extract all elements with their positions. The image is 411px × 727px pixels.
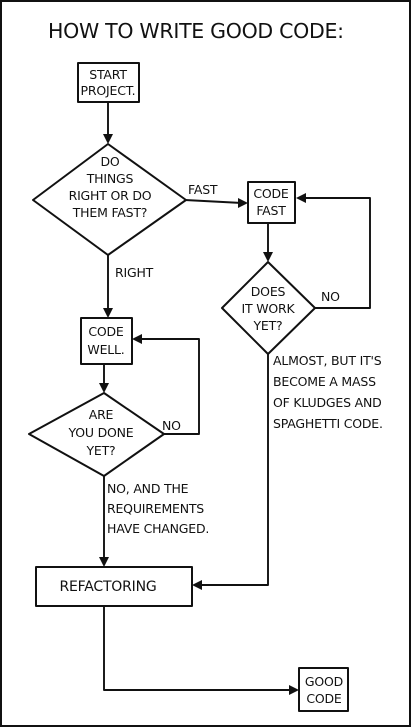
code-fast-label-2: FAST	[256, 203, 286, 218]
changed-annotation: NO, AND THE REQUIREMENTS HAVE CHANGED.	[107, 481, 209, 536]
are-you-done-label-1: ARE	[89, 407, 114, 422]
good-code-label-2: CODE	[306, 691, 342, 706]
connector-good-code	[103, 605, 293, 691]
node-refactoring: REFACTORING	[35, 566, 193, 607]
decision-label-2: THINGS	[86, 171, 134, 186]
does-it-work-label-1: DOES	[251, 284, 286, 299]
connector-no-done-loop	[137, 338, 200, 435]
changed-line-1: NO, AND THE	[107, 481, 189, 496]
kludges-annotation: ALMOST, BUT IT'S BECOME A MASS OF KLUDGE…	[273, 353, 383, 431]
no-done-label: NO	[162, 418, 181, 433]
code-well-label-2: WELL.	[87, 342, 124, 357]
decision-diamond	[32, 143, 187, 256]
are-you-done-diamond	[28, 392, 165, 477]
node-code-fast: CODE FAST	[247, 181, 296, 224]
kludges-line-1: ALMOST, BUT IT'S	[273, 353, 382, 368]
does-it-work-diamond	[221, 261, 316, 355]
start-label-1: START	[89, 67, 127, 82]
kludges-line-3: OF KLUDGES AND	[273, 395, 382, 410]
kludges-line-4: SPAGHETTI CODE.	[273, 416, 383, 431]
node-decision-right-or-fast: DO THINGS RIGHT OR DO THEM FAST?	[32, 143, 187, 256]
good-code-label-1: GOOD	[305, 674, 343, 689]
kludges-line-2: BECOME A MASS	[273, 374, 376, 389]
start-box	[77, 62, 140, 103]
node-does-it-work: DOES IT WORK YET?	[221, 261, 316, 355]
code-fast-box	[247, 181, 296, 224]
start-label-2: PROJECT.	[81, 83, 136, 98]
arrowhead	[289, 685, 299, 695]
node-start: START PROJECT.	[77, 62, 140, 103]
connector-no-work-loop	[301, 197, 371, 309]
connector-kludges	[197, 353, 269, 586]
arrowhead	[99, 383, 109, 393]
arrowhead	[263, 252, 273, 262]
arrowhead	[192, 580, 202, 590]
changed-line-2: REQUIREMENTS	[107, 501, 204, 516]
code-well-box	[80, 317, 133, 365]
right-label: RIGHT	[115, 265, 154, 280]
refactoring-label: REFACTORING	[60, 579, 157, 595]
node-are-you-done: ARE YOU DONE YET?	[28, 392, 165, 477]
does-it-work-label-2: IT WORK	[242, 301, 296, 316]
good-code-box	[298, 667, 349, 712]
arrowhead	[103, 134, 113, 144]
arrowhead	[103, 308, 113, 318]
decision-label-1: DO	[100, 154, 119, 169]
connector-fast	[184, 199, 243, 204]
are-you-done-label-2: YOU DONE	[67, 425, 133, 440]
arrowhead	[132, 334, 142, 344]
arrowhead	[296, 193, 306, 203]
arrowhead	[99, 557, 109, 567]
code-well-label-1: CODE	[88, 324, 124, 339]
node-code-well: CODE WELL.	[80, 317, 133, 365]
decision-label-3: RIGHT OR DO	[69, 188, 152, 203]
are-you-done-label-3: YET?	[85, 443, 115, 458]
code-fast-label-1: CODE	[253, 186, 289, 201]
connectors	[99, 101, 371, 695]
no-work-label: NO	[321, 289, 340, 304]
fast-label: FAST	[188, 182, 218, 197]
node-good-code: GOOD CODE	[298, 667, 349, 712]
page-title: HOW TO WRITE GOOD CODE:	[48, 19, 344, 43]
decision-label-4: THEM FAST?	[72, 205, 148, 220]
changed-line-3: HAVE CHANGED.	[107, 521, 209, 536]
does-it-work-label-3: YET?	[252, 318, 282, 333]
refactoring-box	[35, 566, 193, 607]
arrowhead	[238, 198, 248, 208]
